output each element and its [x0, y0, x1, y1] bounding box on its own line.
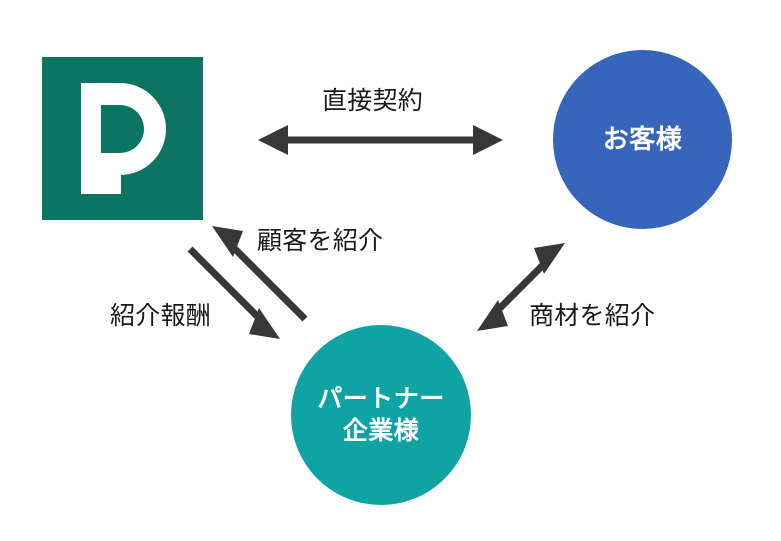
- node-customer[interactable]: お客様: [553, 50, 732, 229]
- logo-p-bowl: [101, 83, 166, 175]
- logo-background: [42, 57, 203, 220]
- edge-label-referral-fee: 紹介報酬: [110, 302, 212, 330]
- logo-p-stem: [81, 83, 101, 194]
- edge-label-refer-customer: 顧客を紹介: [257, 227, 384, 255]
- edge-refer-customer: [212, 226, 308, 322]
- edge-refer-product-shaft: [489, 254, 554, 319]
- edge-direct-contract: [258, 125, 503, 155]
- edge-direct-contract-arrowhead-right: [473, 125, 503, 155]
- edge-refer-product-arrowhead-upper: [534, 243, 565, 274]
- node-partner[interactable]: パートナー 企業様: [291, 325, 471, 505]
- logo-p-notch: [101, 175, 121, 194]
- edge-direct-contract-arrowhead-left: [258, 125, 288, 155]
- edge-referral-fee-arrowhead: [249, 308, 280, 339]
- edge-refer-product: [477, 243, 565, 331]
- edge-refer-customer-arrowhead: [212, 226, 243, 257]
- edge-label-refer-product: 商材を紹介: [529, 302, 656, 330]
- node-partner-label: パートナー 企業様: [317, 385, 445, 445]
- edge-referral-fee-shaft: [187, 246, 268, 327]
- node-customer-label: お客様: [602, 123, 683, 154]
- lowercase-p-logo-icon: [42, 57, 203, 220]
- edge-referral-fee: [187, 246, 280, 339]
- company-logo-tile: [42, 57, 203, 220]
- edge-refer-product-arrowhead-lower: [477, 300, 508, 331]
- edge-label-direct-contract: 直接契約: [322, 87, 424, 115]
- edge-refer-customer-shaft: [225, 239, 308, 322]
